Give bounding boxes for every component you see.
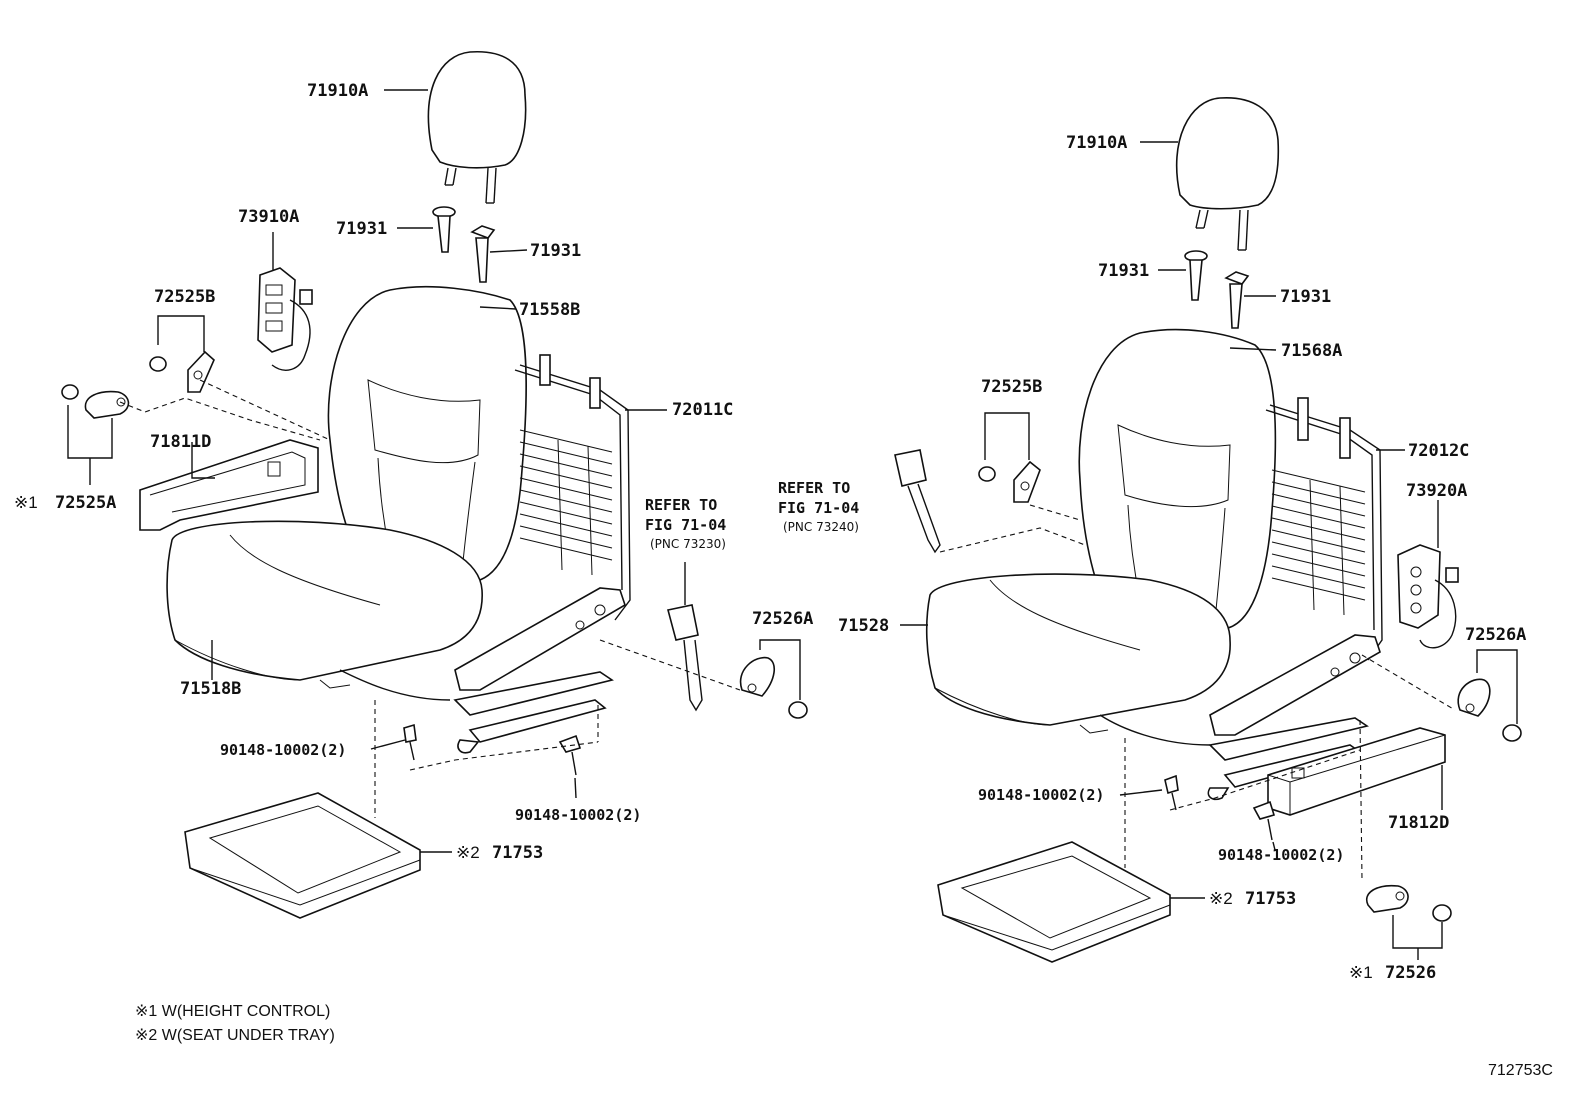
right-seat-assembly [894, 97, 1522, 963]
label-right-tray-mark: ※2 [1209, 889, 1233, 908]
right-leader-lines [900, 141, 1443, 899]
left-seat-switch [257, 267, 313, 371]
label-right-headrest: 71910A [1066, 133, 1127, 153]
label-right-cushion: 71528 [838, 616, 889, 636]
right-seat-adjuster [1079, 634, 1381, 801]
right-under-tray [937, 841, 1171, 963]
left-side-cover [139, 439, 319, 531]
right-cover-pair [978, 412, 1041, 503]
label-right-bolt-b: 90148-10002(2) [1218, 846, 1344, 864]
left-seat-cushion [166, 520, 483, 681]
label-right-tray: 71753 [1245, 889, 1296, 909]
label-left-knob: 72525A [55, 493, 116, 513]
left-seat-adjuster [319, 587, 626, 754]
label-left-back-cover: 71558B [519, 300, 580, 320]
label-left-bolt-b: 90148-10002(2) [515, 806, 641, 824]
right-seat-cushion [925, 573, 1231, 726]
label-left-guide-a: 71931 [336, 219, 387, 239]
label-right-belt-ref-1: REFER TO [778, 479, 850, 497]
label-right-guide-b: 71931 [1280, 287, 1331, 307]
right-adjuster-cover [1457, 649, 1522, 742]
left-cover-pair [149, 315, 215, 393]
label-right-belt-ref-3: (PNC 73240) [783, 520, 859, 534]
label-right-back-frame: 72012C [1408, 441, 1469, 461]
right-back-frame [1265, 397, 1383, 661]
right-headrest [1175, 97, 1280, 251]
label-left-tray-mark: ※2 [456, 843, 480, 862]
label-left-side-cover: 71811D [150, 432, 211, 452]
label-left-tray: 71753 [492, 843, 543, 863]
left-leader-lines [191, 89, 667, 853]
label-left-guide-b: 71931 [530, 241, 581, 261]
right-dashed-connectors [939, 504, 1456, 881]
label-right-knob: 72526 [1385, 963, 1436, 983]
left-headrest-guide-a [432, 206, 456, 253]
right-bolt-a [1164, 774, 1179, 811]
left-bolt-a [403, 723, 417, 761]
label-left-belt-ref-1: REFER TO [645, 496, 717, 514]
left-headrest-guide-b [470, 225, 496, 283]
label-right-adjuster-cover: 72526A [1465, 625, 1526, 645]
label-left-cushion: 71518B [180, 679, 241, 699]
left-dashed-connectors [119, 379, 741, 818]
right-seat-switch [1397, 544, 1459, 649]
label-left-belt-ref-2: FIG 71-04 [645, 516, 726, 534]
label-left-adjuster-cover: 72526A [752, 609, 813, 629]
label-left-belt-ref-3: (PNC 73230) [650, 537, 726, 551]
left-seat-belt-buckle [667, 562, 703, 712]
figure-code: 712753C [1488, 1062, 1553, 1079]
left-height-knob [61, 384, 130, 485]
label-left-switch: 73910A [238, 207, 299, 227]
left-adjuster-cover [739, 639, 808, 719]
label-right-switch: 73920A [1406, 481, 1467, 501]
right-headrest-guide-b [1224, 271, 1250, 329]
label-left-bolt-a: 90148-10002(2) [220, 741, 346, 759]
left-under-tray [184, 792, 421, 919]
label-right-knob-mark: ※1 [1349, 963, 1373, 982]
label-right-bolt-a: 90148-10002(2) [978, 786, 1104, 804]
label-right-back-cover: 71568A [1281, 341, 1342, 361]
label-right-side-cover: 71812D [1388, 813, 1449, 833]
label-right-cover-pair: 72525B [981, 377, 1042, 397]
left-headrest [427, 50, 527, 204]
footnotes: ※1 W(HEIGHT CONTROL) ※2 W(SEAT UNDER TRA… [135, 1003, 1553, 1079]
label-left-headrest: 71910A [307, 81, 368, 101]
label-right-guide-a: 71931 [1098, 261, 1149, 281]
left-bolt-b [558, 734, 582, 776]
left-seat-assembly [61, 50, 808, 919]
label-left-cover-pair: 72525B [154, 287, 215, 307]
right-bolt-b [1252, 800, 1276, 841]
footnote-height-control: ※1 W(HEIGHT CONTROL) [135, 1003, 330, 1020]
label-left-back-frame: 72011C [672, 400, 733, 420]
right-height-knob [1365, 884, 1452, 960]
right-seat-belt-buckle [894, 449, 941, 554]
left-back-frame [514, 354, 631, 621]
label-left-knob-mark: ※1 [14, 493, 38, 512]
left-labels: 71910A 71931 71931 73910A 72525B 71558B … [14, 81, 813, 863]
label-right-belt-ref-2: FIG 71-04 [778, 499, 859, 517]
right-headrest-guide-a [1184, 250, 1208, 301]
footnote-seat-under-tray: ※2 W(SEAT UNDER TRAY) [135, 1027, 335, 1044]
right-labels: 71910A 71931 71931 71568A 72525B 72012C … [778, 133, 1526, 983]
